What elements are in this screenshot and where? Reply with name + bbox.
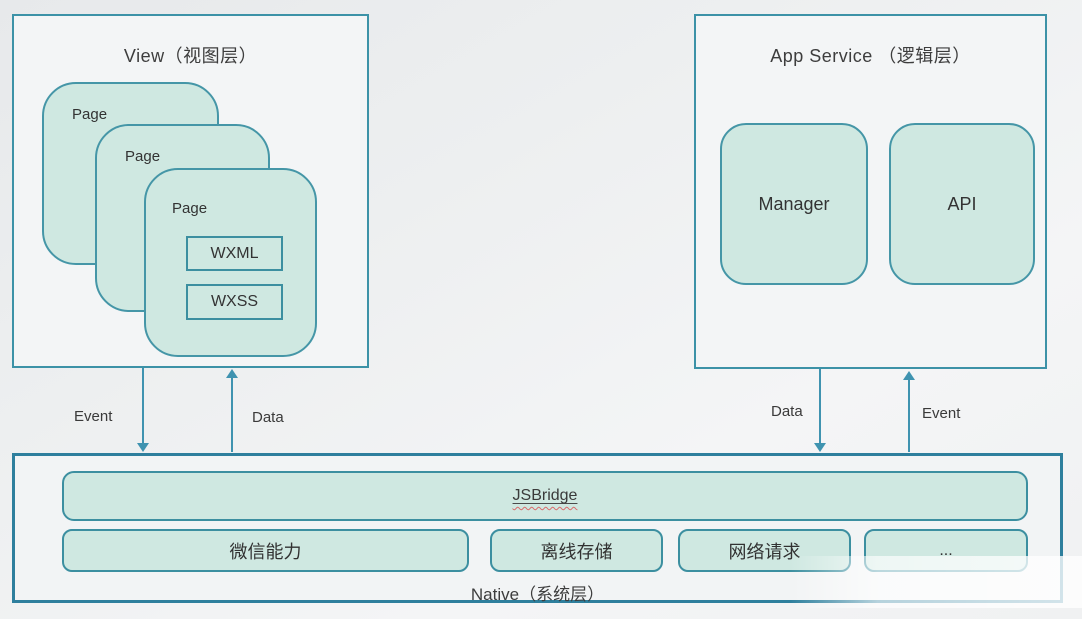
- event-down-arrow-line-left: [142, 368, 144, 444]
- api-box: API: [889, 123, 1035, 285]
- event-up-arrow-line-right: [908, 380, 910, 452]
- event-up-arrowhead-right: [903, 371, 915, 380]
- view-layer-box: View（视图层） Page Page Page WXML WXSS: [12, 14, 369, 368]
- jsbridge-label: JSBridge: [512, 487, 578, 504]
- native-layer-title: Native（系统层）: [470, 585, 605, 604]
- jsbridge-bar: JSBridge: [62, 471, 1028, 521]
- data-label-right: Data: [771, 403, 803, 420]
- data-down-arrow-line-right: [819, 369, 821, 444]
- page-label: Page: [72, 106, 108, 123]
- event-label-right: Event: [922, 405, 961, 422]
- page-label: Page: [125, 148, 161, 165]
- capability-more-box: ...: [864, 529, 1028, 572]
- data-up-arrow-line-left: [231, 378, 233, 452]
- page-card-front: Page WXML WXSS: [144, 168, 317, 357]
- data-down-arrowhead-right: [814, 443, 826, 452]
- capability-offline-storage-box: 离线存储: [490, 529, 663, 572]
- event-label-left: Event: [74, 408, 113, 425]
- capability-network-request-box: 网络请求: [678, 529, 851, 572]
- manager-box: Manager: [720, 123, 868, 285]
- app-service-layer-box: App Service （逻辑层） Manager API: [694, 14, 1047, 369]
- app-service-layer-title: App Service （逻辑层）: [770, 46, 971, 66]
- wxss-box: WXSS: [186, 284, 283, 320]
- data-up-arrowhead-left: [226, 369, 238, 378]
- event-down-arrowhead-left: [137, 443, 149, 452]
- wxml-box: WXML: [186, 236, 283, 271]
- native-layer-box: JSBridge 微信能力 离线存储 网络请求 ... Native（系统层）: [12, 453, 1063, 604]
- capability-wechat-box: 微信能力: [62, 529, 469, 572]
- view-layer-title: View（视图层）: [123, 46, 258, 66]
- page-label: Page: [172, 200, 208, 217]
- data-label-left: Data: [252, 409, 284, 426]
